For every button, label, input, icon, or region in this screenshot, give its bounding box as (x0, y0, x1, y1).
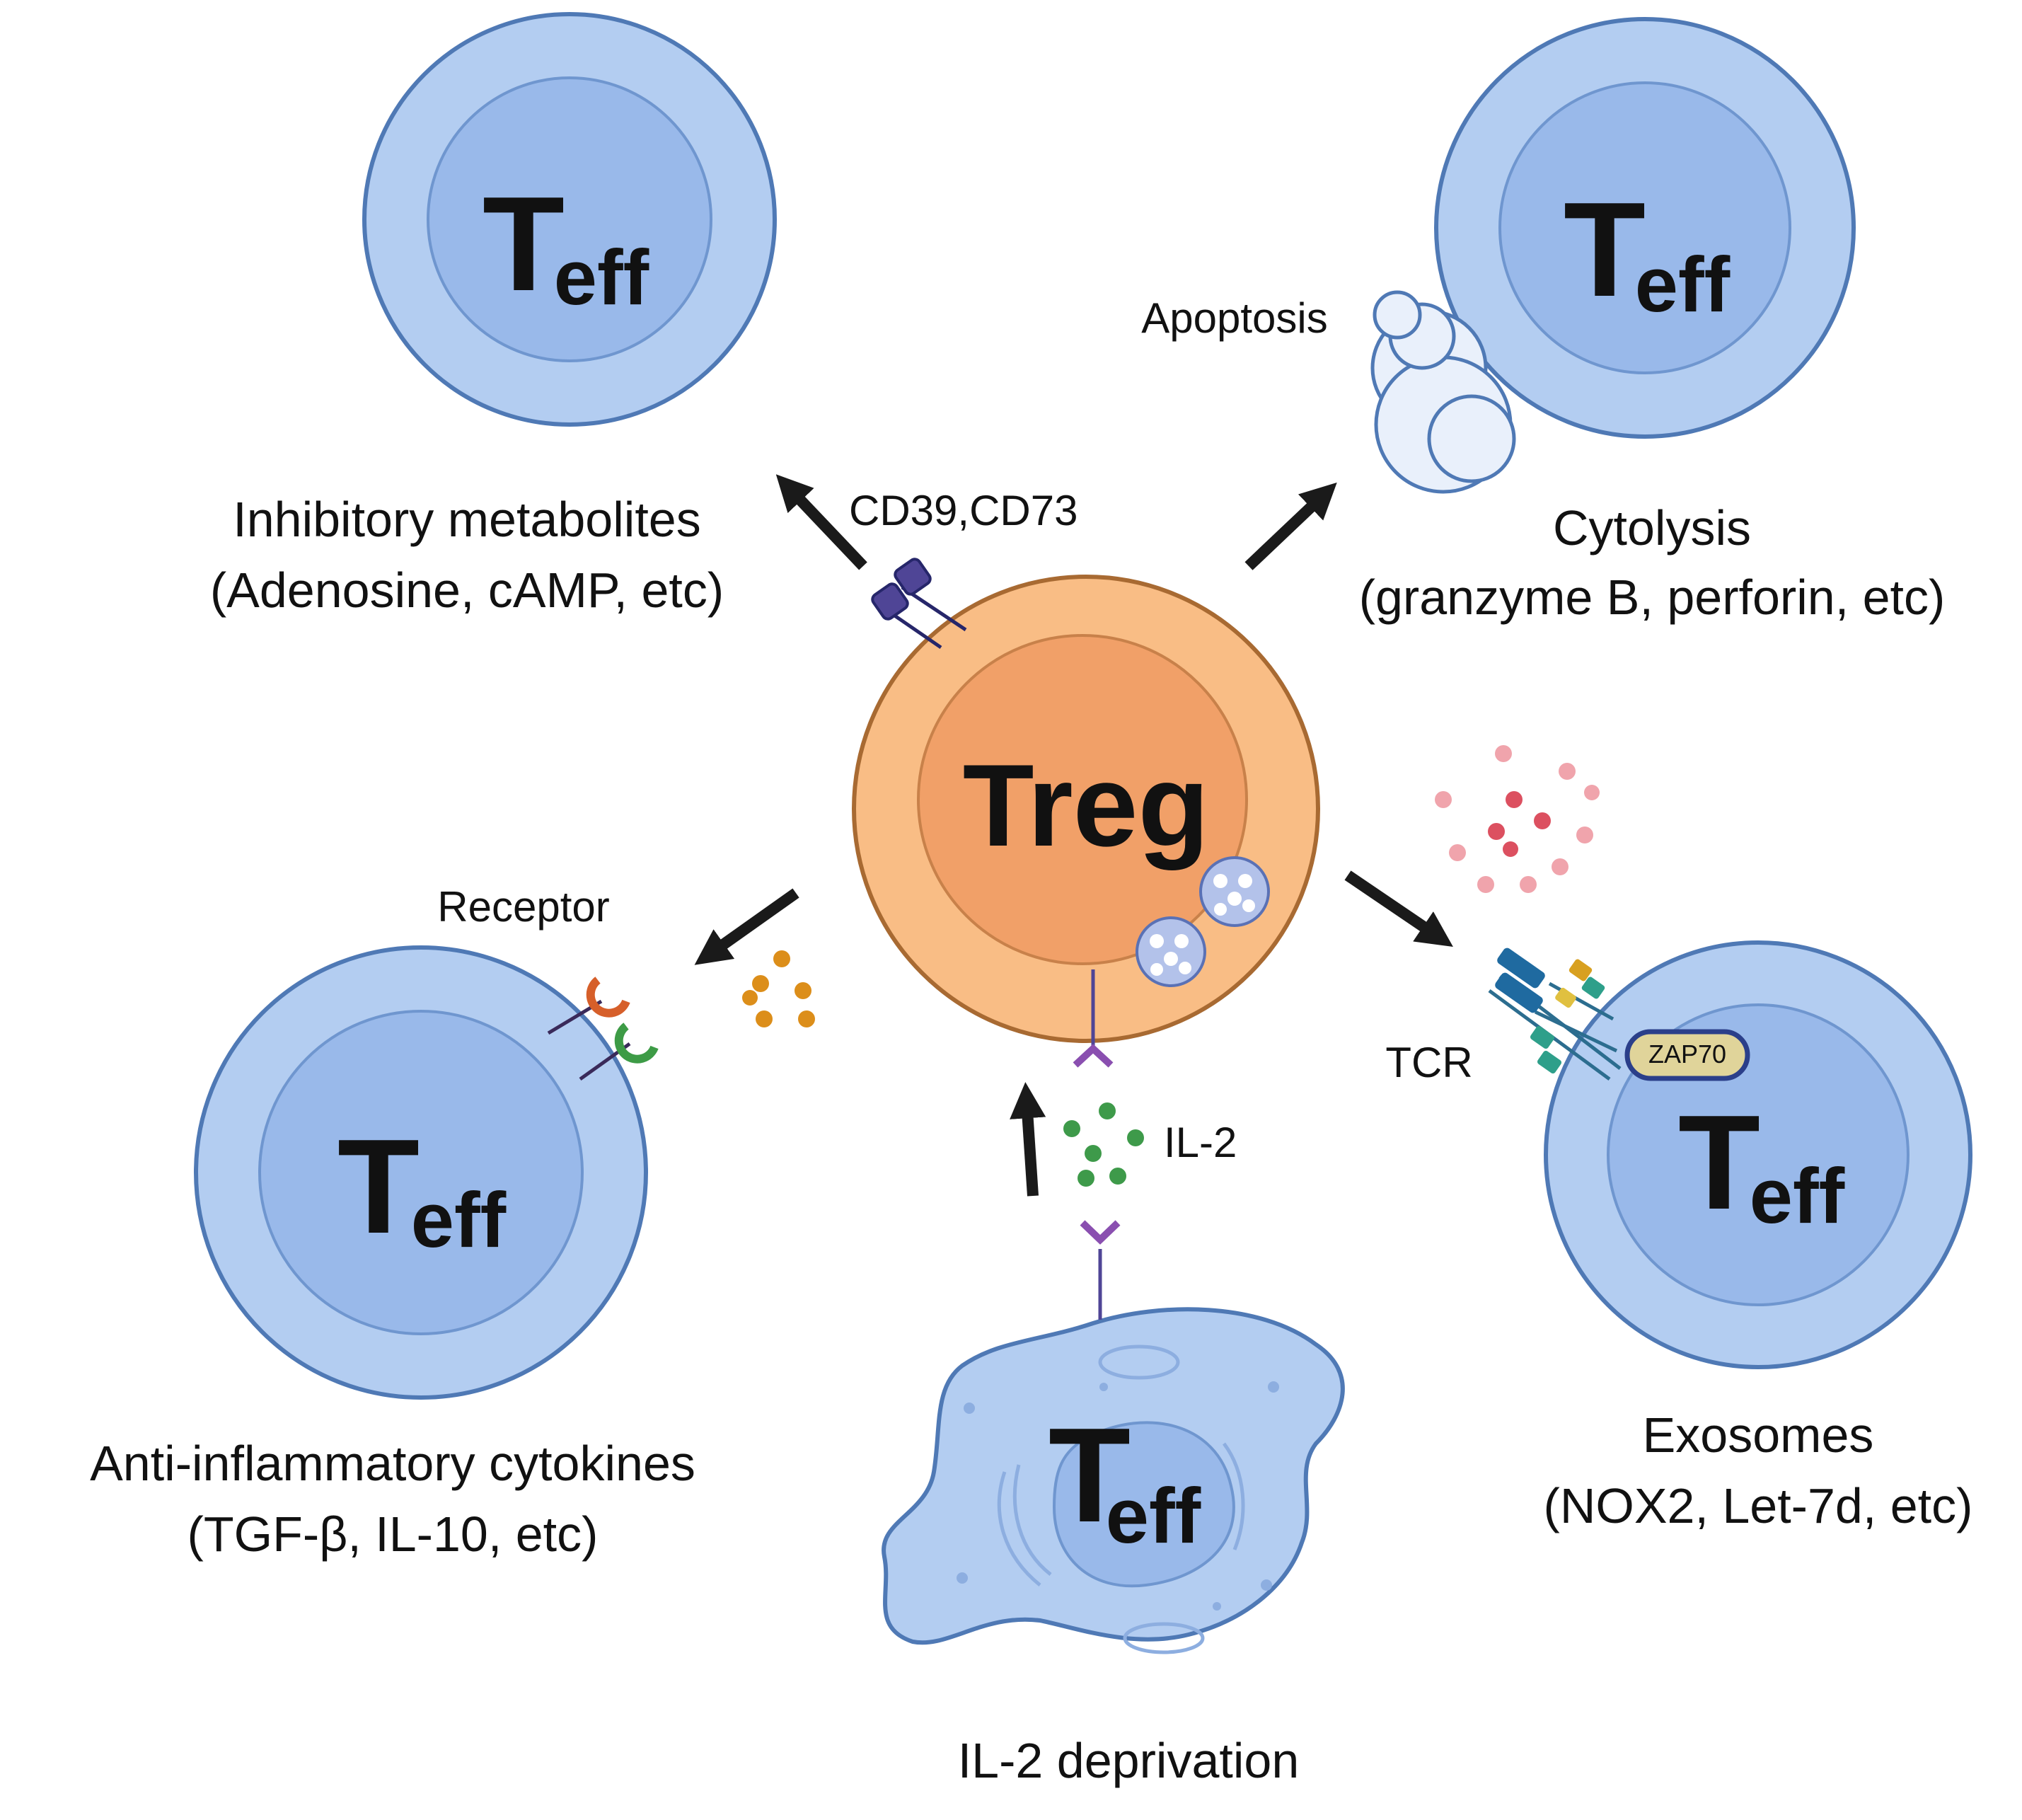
teff-cell-bottom-center: T eff (882, 1307, 1345, 1654)
cytolysis-title: Cytolysis (1553, 500, 1751, 555)
cytokines-detail: (TGF-β, IL-10, etc) (187, 1507, 599, 1562)
zap70-badge: ZAP70 (1624, 1029, 1750, 1081)
granule-icon (1136, 856, 1270, 987)
il2-dots (1063, 1102, 1144, 1187)
tcr-label: TCR (1385, 1039, 1472, 1086)
teff-label-main: T (483, 169, 565, 319)
zap70-label: ZAP70 (1648, 1039, 1726, 1069)
teff-cell-bottom-right: T eff (1544, 940, 1972, 1369)
treg-cell: Treg (852, 575, 1320, 1068)
exosomes-title: Exosomes (1643, 1407, 1874, 1463)
teff-label-sub: eff (411, 1177, 507, 1264)
teff-label-main: T (1048, 1400, 1131, 1550)
cd39-cd73-icon (871, 558, 967, 650)
teff-label-main: T (1678, 1088, 1760, 1238)
cytokines-title: Anti-inflammatory cytokines (90, 1436, 695, 1491)
teff-cell-top-left: T eff (362, 12, 777, 427)
arrow-il2-up (1010, 1082, 1046, 1197)
teff-label-sub: eff (1635, 241, 1731, 328)
apoptosis-label: Apoptosis (1141, 294, 1328, 342)
teff-cell-top-right: T eff (1370, 17, 1856, 494)
apoptotic-bodies-icon (1370, 290, 1516, 494)
teff-label-sub: eff (1750, 1153, 1845, 1240)
organelle-icon (997, 1344, 1245, 1654)
il2-deprivation-title: IL-2 deprivation (958, 1733, 1300, 1788)
arrow-to-exosomes (1344, 870, 1453, 947)
teff-label-main: T (1564, 175, 1646, 325)
cd39-cd73-label: CD39,CD73 (849, 487, 1078, 534)
exosome-dots (1435, 745, 1600, 893)
teff-cell-bottom-left: T eff (194, 945, 648, 1400)
il2-receptor-icon (1073, 969, 1114, 1068)
metabolites-detail: (Adenosine, cAMP, etc) (210, 563, 724, 618)
treg-label: Treg (963, 740, 1209, 870)
exosomes-detail: (NOX2, Let-7d, etc) (1544, 1478, 1973, 1533)
arrows (694, 474, 1453, 1197)
receptor-label: Receptor (437, 883, 609, 931)
cytolysis-detail: (granzyme B, perforin, etc) (1359, 570, 1946, 625)
arrow-to-metabolites (775, 474, 867, 570)
teff-label-sub: eff (1106, 1473, 1201, 1560)
tcr-complex-icon (1488, 948, 1622, 1081)
il2-label: IL-2 (1164, 1119, 1237, 1166)
cytokine-dots (742, 950, 815, 1027)
teff-label-main: T (337, 1112, 420, 1262)
arrow-to-cytolysis (1244, 482, 1337, 570)
teff-label-sub: eff (554, 234, 649, 321)
il2-receptor-icon (1080, 1220, 1121, 1320)
metabolites-title: Inhibitory metabolites (233, 492, 700, 547)
cytokine-receptor-icon (547, 977, 659, 1081)
arrow-to-cytokines (694, 888, 799, 965)
